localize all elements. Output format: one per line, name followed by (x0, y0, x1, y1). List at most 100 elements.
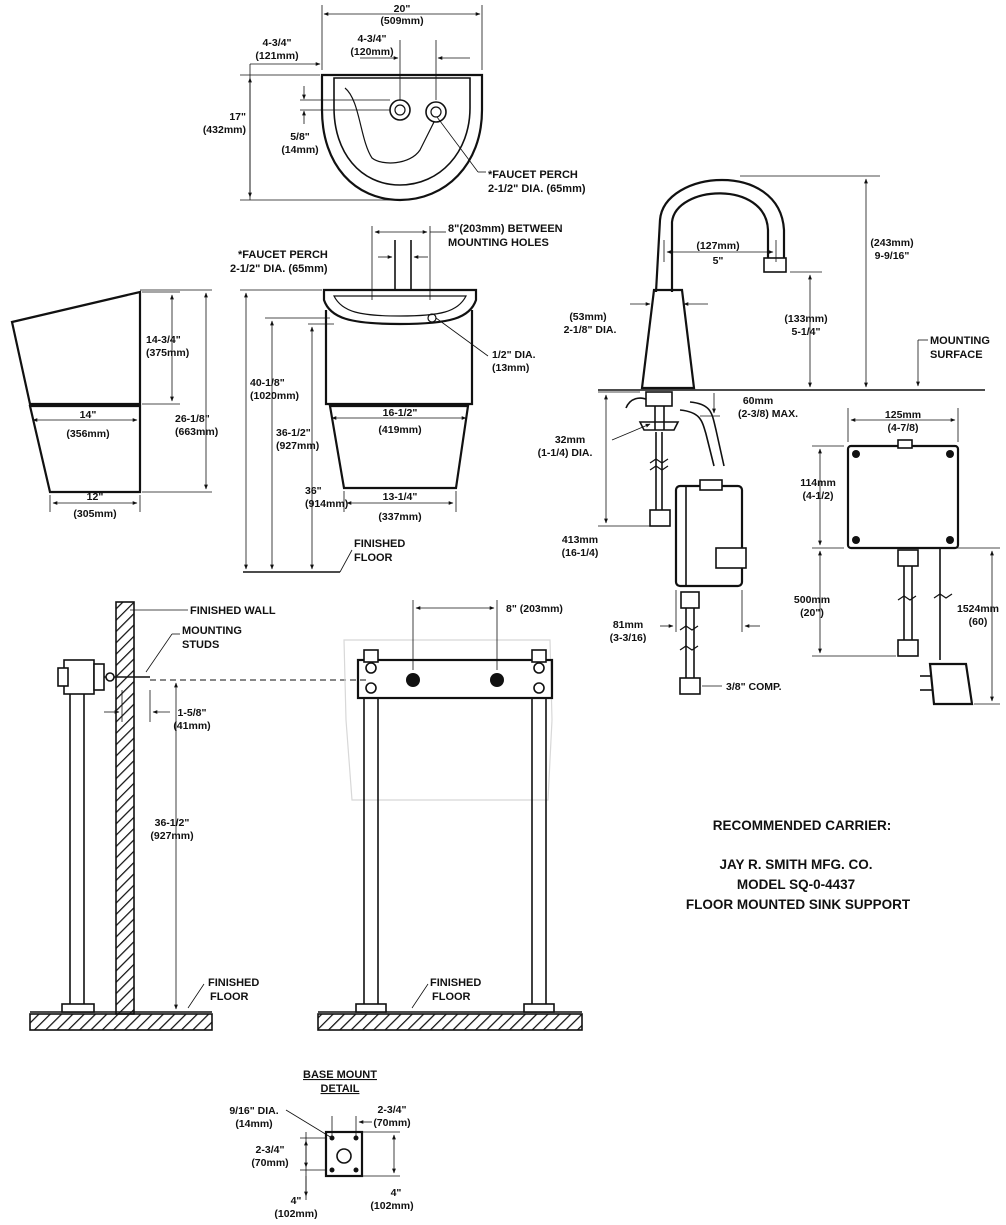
base-mount-detail: BASE MOUNT DETAIL 9/16" DIA. (14mm) 2-3/… (229, 1069, 413, 1220)
base-hole-mm: (14mm) (235, 1118, 272, 1130)
cable-mm: 500mm (794, 594, 830, 606)
side-height-mm: (663mm) (175, 426, 218, 438)
carrier-wall: FINISHED WALL (190, 605, 276, 617)
front-holes-line1: 8"(203mm) BETWEEN (448, 223, 563, 235)
carrier-offset-in: 1-5/8" (178, 707, 207, 719)
carrier-note: RECOMMENDED CARRIER: JAY R. SMITH MFG. C… (686, 818, 911, 912)
front-rim-mm: (927mm) (276, 440, 319, 452)
faucet-spout-in: 5-1/4" (792, 326, 821, 338)
side-top-in: 14" (80, 409, 97, 421)
carrier-front-floor-line1: FINISHED (430, 977, 481, 989)
carrier-side-floor-line1: FINISHED (208, 977, 259, 989)
carrier-note-line3: MODEL SQ-0-4437 (737, 877, 855, 892)
front-view: 8"(203mm) BETWEEN MOUNTING HOLES *FAUCET… (230, 223, 563, 573)
front-holes-line2: MOUNTING HOLES (448, 237, 549, 249)
side-view: 14-3/4" (375mm) 26-1/8" (663mm) 14" (356… (10, 289, 218, 520)
carrier-front-view: 8" (203mm) FINISHED FLOOR (317, 600, 583, 1031)
cord-in: (60) (969, 616, 988, 628)
carrier-height-mm: (927mm) (150, 830, 193, 842)
base-left-in: 2-3/4" (256, 1144, 285, 1156)
top-depth-in: 17" (229, 111, 246, 123)
base-top-in: 2-3/4" (378, 1104, 407, 1116)
front-floor-mm: (914mm) (305, 498, 348, 510)
front-mid-in: 16-1/2" (383, 407, 418, 419)
faucet-assembly: 3/8" COMP. (243mm) 9-9/16" (127mm) 5" (5… (538, 175, 1000, 706)
side-bottom-in: 12" (87, 491, 104, 503)
base-bottom-left-in: 4" (291, 1195, 302, 1207)
front-perch-line1: *FAUCET PERCH (238, 249, 328, 261)
top-view: 20" (509mm) 4-3/4" (120mm) 4-3/4" (121mm… (203, 3, 586, 202)
front-bottom-mm: (337mm) (378, 511, 421, 523)
base-bottom-right-mm: (102mm) (370, 1200, 413, 1212)
faucet-base-mm: (53mm) (569, 311, 606, 323)
faucet-reach-in: 5" (713, 255, 724, 267)
faucet-supply-mm: 413mm (562, 534, 598, 546)
top-width-in: 20" (394, 3, 411, 15)
faucet-height-in: 9-9/16" (875, 250, 910, 262)
faucet-spout-mm: (133mm) (784, 313, 827, 325)
faucet-side-mm: 81mm (613, 619, 643, 631)
side-top-mm: (356mm) (66, 428, 109, 440)
front-rim-in: 36-1/2" (276, 427, 311, 439)
carrier-studs-line1: MOUNTING (182, 625, 242, 637)
carrier-spacing: 8" (203mm) (506, 603, 563, 615)
box-width-mm: 125mm (885, 409, 921, 421)
box-height-mm: 114mm (800, 477, 836, 489)
faucet-max-in: (2-3/8) MAX. (738, 408, 798, 420)
carrier-side-view: FINISHED WALL MOUNTING STUDS 1-5/8" (41m… (29, 601, 370, 1031)
base-title-line2: DETAIL (321, 1083, 360, 1095)
faucet-mount-line2: SURFACE (930, 349, 983, 361)
side-bottom-mm: (305mm) (73, 508, 116, 520)
top-depth-mm: (432mm) (203, 124, 246, 136)
front-bottom-in: 13-1/4" (383, 491, 418, 503)
faucet-shank-in: (1-1/4) DIA. (538, 447, 593, 459)
base-bottom-right-in: 4" (391, 1187, 402, 1199)
base-title-line1: BASE MOUNT (303, 1069, 377, 1081)
top-width-mm: (509mm) (380, 15, 423, 27)
box-width-in: (4-7/8) (888, 422, 919, 434)
cable-in: (20") (800, 607, 824, 619)
top-left-mm: (121mm) (255, 50, 298, 62)
carrier-note-line1: RECOMMENDED CARRIER: (713, 818, 892, 833)
front-floor-line2: FLOOR (354, 552, 393, 564)
faucet-side-in: (3-3/16) (610, 632, 647, 644)
base-top-mm: (70mm) (373, 1117, 410, 1129)
faucet-comp: 3/8" COMP. (726, 681, 782, 693)
faucet-base-in: 2-1/8" DIA. (564, 324, 617, 336)
top-center-in: 4-3/4" (358, 33, 387, 45)
front-drain-mm: (13mm) (492, 362, 529, 374)
faucet-height-mm: (243mm) (870, 237, 913, 249)
carrier-offset-mm: (41mm) (173, 720, 210, 732)
front-drain-in: 1/2" DIA. (492, 349, 536, 361)
faucet-reach-mm: (127mm) (696, 240, 739, 252)
front-floor-line1: FINISHED (354, 538, 405, 550)
front-floor-in: 36" (305, 485, 322, 497)
top-perch-line1: *FAUCET PERCH (488, 169, 578, 181)
carrier-note-line4: FLOOR MOUNTED SINK SUPPORT (686, 897, 911, 912)
front-overall-in: 40-1/8" (250, 377, 285, 389)
base-left-mm: (70mm) (251, 1157, 288, 1169)
faucet-supply-in: (16-1/4) (562, 547, 599, 559)
top-perch-line2: 2-1/2" DIA. (65mm) (488, 183, 586, 195)
carrier-note-line2: JAY R. SMITH MFG. CO. (719, 857, 872, 872)
faucet-shank-mm: 32mm (555, 434, 585, 446)
carrier-height-in: 36-1/2" (155, 817, 190, 829)
top-offset-mm: (14mm) (281, 144, 318, 156)
cord-mm: 1524mm (957, 603, 999, 615)
carrier-side-floor-line2: FLOOR (210, 991, 249, 1003)
side-back-in: 14-3/4" (146, 334, 181, 346)
base-bottom-left-mm: (102mm) (274, 1208, 317, 1220)
top-left-in: 4-3/4" (263, 37, 292, 49)
top-offset-in: 5/8" (290, 131, 310, 143)
top-center-mm: (120mm) (350, 46, 393, 58)
front-mid-mm: (419mm) (378, 424, 421, 436)
box-height-in: (4-1/2) (803, 490, 834, 502)
carrier-studs-line2: STUDS (182, 639, 219, 651)
side-back-mm: (375mm) (146, 347, 189, 359)
front-perch-line2: 2-1/2" DIA. (65mm) (230, 263, 328, 275)
faucet-mount-line1: MOUNTING (930, 335, 990, 347)
faucet-max-mm: 60mm (743, 395, 773, 407)
carrier-front-floor-line2: FLOOR (432, 991, 471, 1003)
front-overall-mm: (1020mm) (250, 390, 299, 402)
